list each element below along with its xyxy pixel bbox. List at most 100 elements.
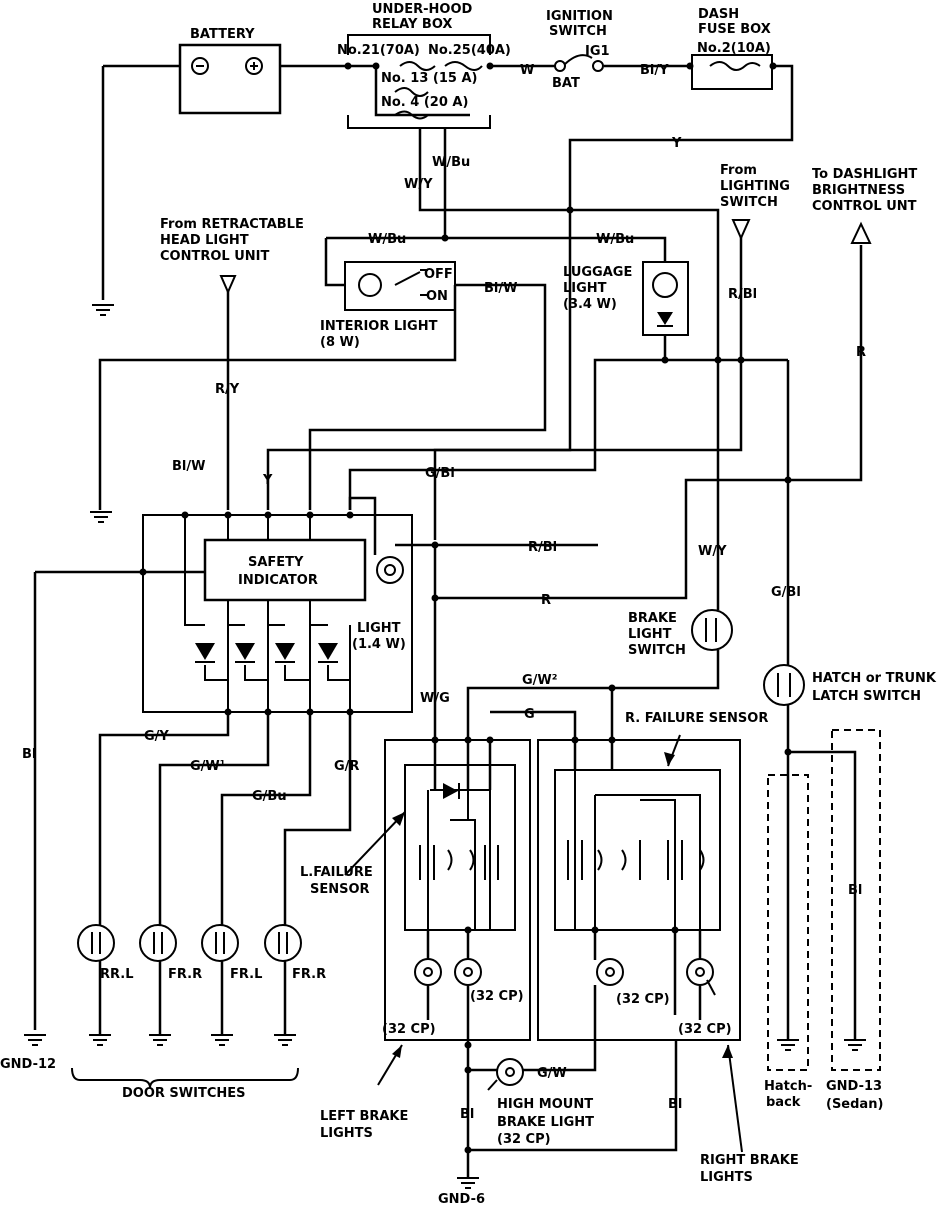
left-brake-label-2: LIGHTS [320, 1126, 373, 1141]
door-frl: FR.L [230, 967, 262, 982]
from-light-label-2: LIGHTING [720, 179, 790, 194]
junction-dots [139, 62, 792, 1154]
ground-symbols [24, 304, 866, 1189]
dashlight-label-3: CONTROL UNT [812, 199, 917, 214]
interior-light-label-1: INTERIOR LIGHT [320, 319, 438, 334]
wire-bl-4: Bl [668, 1097, 682, 1112]
from-light-label-1: From [720, 163, 757, 178]
retract-label-3: CONTROL UNIT [160, 249, 269, 264]
gnd6-label: GND-6 [438, 1192, 485, 1207]
safety-label-1: SAFETY [248, 555, 304, 570]
door-rrl: RR.L [100, 967, 133, 982]
dash-label-1: DASH [698, 7, 739, 22]
wire-y-top: Y [671, 136, 682, 151]
underhood-label-2: RELAY BOX [372, 17, 452, 32]
luggage-label-1: LUGGAGE [563, 265, 632, 280]
wire-y-2: Y [262, 473, 273, 488]
wire-wbu-2: W/Bu [368, 232, 406, 247]
wire-bl-1: Bl [22, 747, 36, 762]
wire-bl-3: Bl [460, 1107, 474, 1122]
wire-wy-1: W/Y [404, 177, 433, 192]
wire-gbu: G/Bu [252, 789, 287, 804]
high-mount-label-3: (32 CP) [497, 1132, 551, 1147]
lfail-label-1: L.FAILURE [300, 865, 373, 880]
hatchback-label-2: back [766, 1095, 801, 1110]
high-mount-label-1: HIGH MOUNT [497, 1097, 593, 1112]
right-brake-label-1: RIGHT BRAKE [700, 1153, 799, 1168]
wire-bl-2: Bl [848, 883, 862, 898]
brake-bulbs [414, 958, 714, 1086]
battery-label: BATTERY [190, 27, 255, 42]
bat-label: BAT [552, 76, 580, 91]
brake-light-switch [691, 609, 733, 651]
underhood-label-1: UNDER-HOOD [372, 2, 472, 17]
ignition-label-1: IGNITION [546, 9, 613, 24]
battery [178, 43, 282, 115]
wire-gw: G/W [537, 1066, 567, 1081]
wire-g: G [524, 707, 535, 722]
ignition-label-2: SWITCH [549, 24, 607, 39]
rfail-label: R. FAILURE SENSOR [625, 711, 768, 726]
indicator-light-bulb [376, 556, 404, 584]
door-switches-label: DOOR SWITCHES [122, 1086, 246, 1101]
door-switch-bulbs [77, 924, 302, 962]
luggage-light [642, 261, 689, 336]
fuse13-label: No. 13 (15 A) [381, 71, 477, 86]
dashlight-label-2: BRIGHTNESS [812, 183, 905, 198]
fuse25-label: No.25(40A) [428, 43, 511, 58]
gnd13-label-2: (Sedan) [826, 1097, 883, 1112]
wire-ry: R/Y [215, 382, 240, 397]
failure-sensor-internals [419, 783, 705, 880]
hatch-label-1: HATCH or TRUNK [812, 671, 937, 686]
wire-gbl-1: G/Bl [425, 466, 455, 481]
wire-blw-2: Bl/W [172, 459, 205, 474]
cp-label-3: (32 CP) [616, 992, 670, 1007]
wire-wbu-3: W/Bu [596, 232, 634, 247]
switch-off-label: OFF [424, 267, 453, 282]
hatch-label-2: LATCH SWITCH [812, 689, 921, 704]
hatch-trunk-latch-switch [763, 664, 805, 706]
wire-blw-1: Bl/W [484, 281, 517, 296]
wire-rbl-1: R/Bl [728, 287, 757, 302]
brake-switch-label-3: SWITCH [628, 643, 686, 658]
wire-gr: G/R [334, 759, 359, 774]
brake-switch-label-2: LIGHT [628, 627, 672, 642]
gnd12-label: GND-12 [0, 1057, 56, 1072]
dash-label-2: FUSE BOX [698, 22, 771, 37]
dashlight-label-1: To DASHLIGHT [812, 167, 917, 182]
interior-light [344, 261, 456, 311]
light-label-1: LIGHT [357, 621, 401, 636]
hatchback-label-1: Hatch- [764, 1079, 812, 1094]
safety-indicator-box [203, 538, 367, 602]
wire-r-2: R [541, 593, 551, 608]
from-light-label-3: SWITCH [720, 195, 778, 210]
high-mount-label-2: BRAKE LIGHT [497, 1115, 594, 1130]
interior-light-label-2: (8 W) [320, 335, 360, 350]
retract-label-1: From RETRACTABLE [160, 217, 304, 232]
right-brake-label-2: LIGHTS [700, 1170, 753, 1185]
wire-rbl-2: R/Bl [528, 540, 557, 555]
door-frr-1: FR.R [168, 967, 202, 982]
luggage-label-2: LIGHT [563, 281, 607, 296]
cp-label-2: (32 CP) [382, 1022, 436, 1037]
wire-wy-2: W/Y [698, 544, 727, 559]
safety-diodes [195, 643, 338, 663]
wires [33, 64, 881, 1178]
door-frr-2: FR.R [292, 967, 326, 982]
fuse21-label: No.21(70A) [337, 43, 420, 58]
underhood-relay-box [347, 34, 491, 129]
safety-label-2: INDICATOR [238, 573, 318, 588]
wire-gbl-2: G/Bl [771, 585, 801, 600]
wire-gy: G/Y [144, 729, 169, 744]
switch-on-label: ON [426, 289, 448, 304]
dash-fuse-box [691, 54, 773, 90]
left-brake-label-1: LEFT BRAKE [320, 1109, 408, 1124]
cp-label-4: (32 CP) [678, 1022, 732, 1037]
wire-wg: W/G [420, 691, 450, 706]
gnd13-label-1: GND-13 [826, 1079, 882, 1094]
wire-bly-ig: Bl/Y [640, 63, 669, 78]
wire-gw2: G/W² [522, 673, 557, 688]
cp-label-1: (32 CP) [470, 989, 524, 1004]
